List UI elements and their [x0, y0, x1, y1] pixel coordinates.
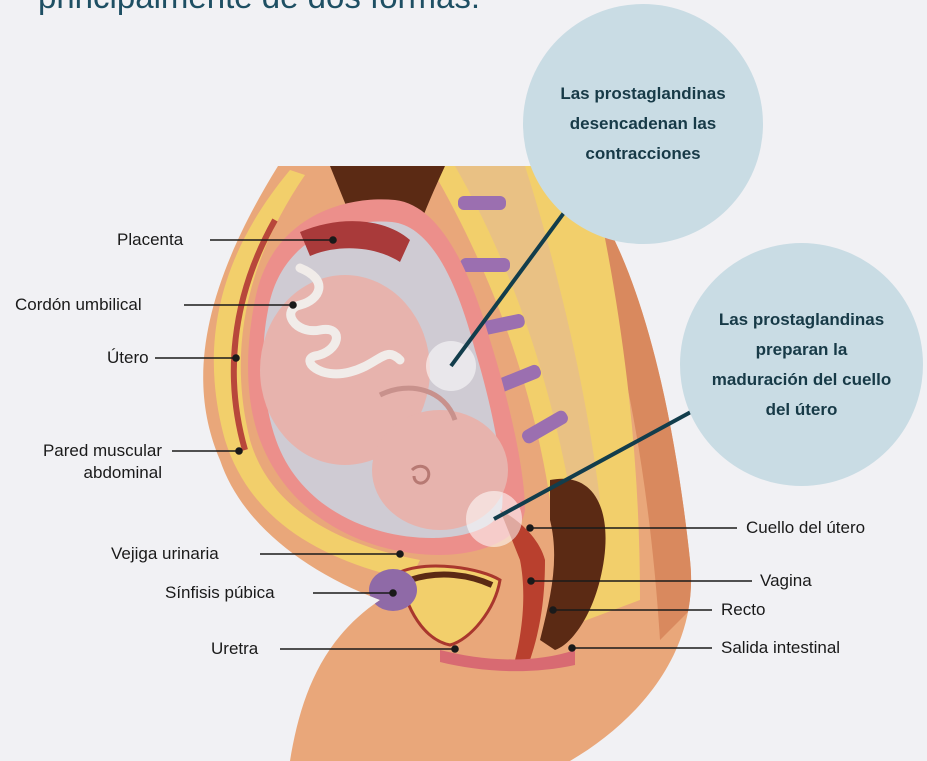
label-placenta: Placenta — [117, 229, 183, 251]
callout-contractions: Las prostaglandinas desencadenan las con… — [523, 4, 763, 244]
label-sinfisis-pubica: Sínfisis púbica — [165, 582, 275, 604]
label-cuello-utero: Cuello del útero — [746, 517, 865, 539]
label-cordon-umbilical: Cordón umbilical — [15, 294, 142, 316]
callout-cervix-text: Las prostaglandinas preparan la maduraci… — [712, 305, 892, 425]
callout-cervix-ripening: Las prostaglandinas preparan la maduraci… — [680, 243, 923, 486]
callout-contractions-text: Las prostaglandinas desencadenan las con… — [543, 79, 743, 169]
label-salida-intestinal: Salida intestinal — [721, 637, 840, 659]
label-pared-muscular: Pared muscular abdominal — [8, 440, 162, 484]
label-utero: Útero — [107, 347, 149, 369]
label-uretra: Uretra — [211, 638, 258, 660]
label-vagina: Vagina — [760, 570, 812, 592]
label-recto: Recto — [721, 599, 765, 621]
label-vejiga-urinaria: Vejiga urinaria — [111, 543, 219, 565]
